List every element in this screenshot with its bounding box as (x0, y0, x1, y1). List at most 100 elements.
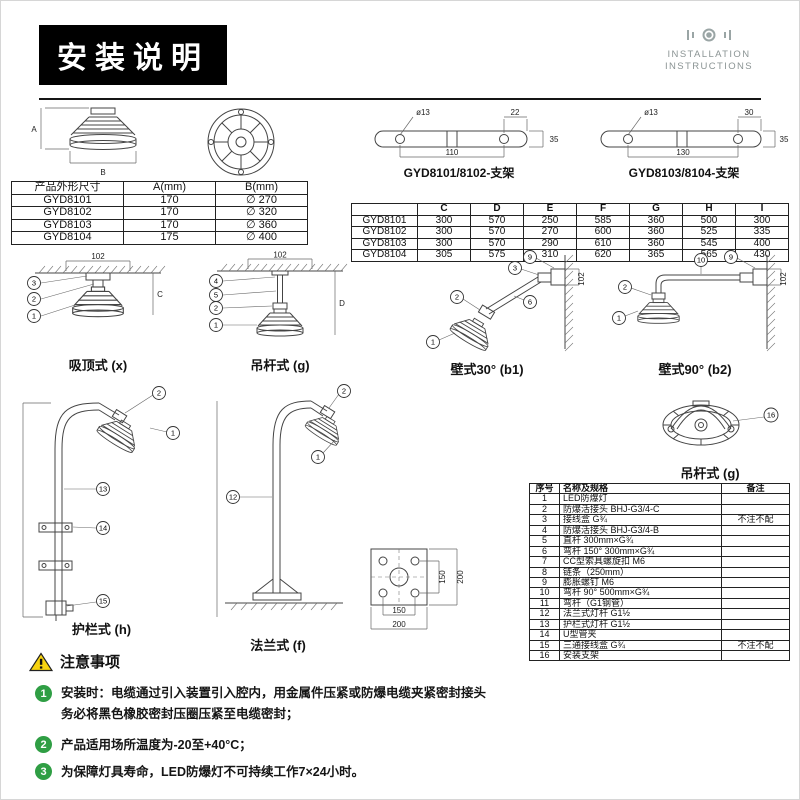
note-3-text: 为保障灯具寿命，LED防爆灯不可持续工作7×24小时。 (61, 765, 365, 779)
dim-label: 35 (550, 135, 559, 144)
table-cell: 300 (417, 237, 471, 250)
table-cell: ∅ 400 (215, 231, 308, 245)
callout-number: 2 (32, 295, 36, 304)
dim-label: 110 (446, 148, 459, 157)
page-title: 安装说明 (39, 25, 227, 85)
callouts: 3 2 1 (27, 275, 95, 323)
table-cell: 360 (629, 237, 683, 250)
wall-90-mount-diagram: 10 2 9 10 2 1 (612, 250, 788, 352)
bracket-8103-8104-drawing: ø13 30 130 35 (600, 108, 789, 158)
table-cell: 250 (523, 214, 577, 227)
table-header-cell (351, 203, 418, 216)
callout-number: 10 (697, 256, 705, 265)
table-cell: 570 (470, 226, 524, 239)
table-cell: 7 (529, 556, 560, 568)
dim-label: B (100, 168, 105, 177)
table-cell: 11 (529, 597, 560, 610)
table-header-cell: 产品外形尺寸 (11, 181, 124, 195)
table-cell: 14 (529, 629, 560, 641)
callout-number: 1 (617, 314, 621, 323)
notes-title: 注意事项 (60, 654, 121, 671)
table-cell: 360 (629, 214, 683, 227)
note-1-text: 安装时：电缆通过引入装置引入腔内，用金属件压紧或防爆电缆夹紧密封接头 务必将黑色… (61, 686, 487, 721)
table-cell (721, 556, 790, 568)
bracket-8101-8102-label: GYD8101/8102-支架 (403, 166, 515, 180)
callouts: 12 2 1 (226, 384, 351, 504)
note-1-number: 1 (35, 685, 52, 702)
table-header-cell: D (470, 203, 524, 216)
table-cell: 法兰式灯杆 G1½ (559, 608, 722, 620)
table-cell: 170 (123, 206, 216, 220)
table-header-cell: G (629, 203, 683, 216)
dim-label: 150 (392, 606, 406, 615)
note-2-number: 2 (35, 736, 52, 753)
table-cell: 12 (529, 608, 560, 620)
callout-number: 1 (32, 312, 36, 321)
callout-number: 9 (729, 253, 733, 262)
callouts: 4 5 2 1 (209, 274, 277, 332)
table-cell: ∅ 320 (215, 206, 308, 220)
table-cell: 335 (735, 226, 789, 239)
wall-90-mount-label: 壁式90° (b2) (658, 362, 732, 377)
table-cell: 1 (529, 493, 560, 505)
table-header-cell: F (576, 203, 630, 216)
table-cell: 弯杆 150° 300mm×G¾ (559, 545, 722, 558)
table-cell: 290 (523, 237, 577, 250)
ceiling-mount-label: 吸顶式 (x) (68, 358, 128, 373)
table-cell (721, 566, 790, 578)
table-cell (721, 618, 790, 631)
table-cell: GYD8103 (351, 237, 418, 250)
table-cell (721, 493, 790, 505)
callouts: 9 10 2 1 (612, 250, 756, 325)
callout-number: 3 (32, 279, 36, 288)
guardrail-mount-label: 护栏式 (h) (71, 622, 132, 637)
table-cell: ∅ 360 (215, 218, 308, 233)
dim-label: A (31, 125, 37, 134)
bracket-mount-label: 吊杆式 (g) (680, 466, 740, 481)
flange-mount-diagram: 12 2 1 (216, 384, 351, 617)
bracket-8101-8102-drawing: ø13 22 110 35 (374, 108, 559, 158)
callout-number: 2 (157, 389, 161, 398)
header-brand: INSTALLATION INSTRUCTIONS (653, 27, 765, 72)
table-cell: 2 (529, 503, 560, 516)
table-cell: 三通接线盒 G¾ (559, 639, 722, 652)
pendant-mount-label: 吊杆式 (g) (250, 358, 310, 373)
pendant-mount-diagram: 102 D 4 5 2 1 (209, 251, 348, 337)
callout-number: 2 (214, 304, 218, 313)
table-cell: 300 (417, 226, 471, 239)
callouts: 9 3 6 2 1 (426, 250, 555, 349)
table-cell (721, 524, 790, 537)
table-cell: U型管夹 (559, 629, 722, 641)
table-cell: 360 (629, 226, 683, 239)
dim-label: 30 (745, 108, 754, 117)
table-cell: GYD8101 (11, 193, 124, 208)
table-cell: 600 (576, 226, 630, 239)
table-cell: 170 (123, 218, 216, 233)
table-cell: 175 (123, 231, 216, 245)
callout-number: 2 (623, 283, 627, 292)
table-cell (721, 545, 790, 558)
table-cell: 545 (682, 237, 736, 250)
callout-number: 9 (528, 253, 532, 262)
table-cell: 8 (529, 566, 560, 578)
table-cell: 13 (529, 618, 560, 631)
callout-number: 6 (528, 298, 532, 307)
callout-number: 16 (767, 411, 775, 420)
callout-number: 13 (99, 485, 107, 494)
table-cell: GYD8103 (11, 218, 124, 233)
table-header-cell: I (735, 203, 789, 216)
callout-number: 1 (214, 321, 218, 330)
note-3-number: 3 (35, 763, 52, 780)
table-cell (721, 535, 790, 547)
